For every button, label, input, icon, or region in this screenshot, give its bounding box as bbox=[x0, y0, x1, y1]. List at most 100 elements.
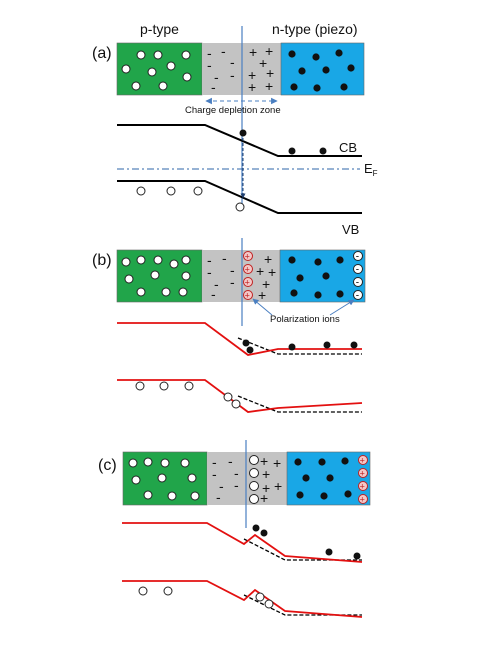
hole bbox=[169, 259, 179, 269]
positive-charge: + bbox=[256, 263, 264, 279]
polarization-ion bbox=[243, 277, 253, 287]
junction-bar-a: - - - - - - - + + + + + + + bbox=[116, 42, 365, 96]
positive-charge: + bbox=[260, 453, 268, 469]
hole bbox=[124, 274, 134, 284]
electron bbox=[322, 272, 330, 280]
conduction-band-modified-c bbox=[122, 522, 363, 563]
negative-charge: - bbox=[234, 465, 239, 481]
polarization-ion bbox=[358, 468, 368, 478]
hole bbox=[181, 271, 191, 281]
polarization-ion-negative bbox=[353, 277, 363, 287]
hole bbox=[231, 399, 241, 409]
hole bbox=[131, 81, 141, 91]
depletion-zone-label: Charge depletion zone bbox=[185, 105, 281, 116]
valence-band-label: VB bbox=[342, 222, 359, 237]
valence-band-modified-b bbox=[117, 379, 363, 413]
negative-charge: - bbox=[230, 54, 235, 70]
hole bbox=[255, 592, 265, 602]
electron bbox=[336, 256, 344, 264]
depletion-region-b bbox=[202, 250, 280, 302]
polarization-ion-negative bbox=[249, 468, 259, 478]
hole bbox=[180, 458, 190, 468]
conduction-band-label: CB bbox=[339, 140, 357, 155]
hole bbox=[159, 381, 169, 391]
fermi-level-label: EF bbox=[364, 161, 378, 178]
polarization-ions-label: Polarization ions bbox=[270, 314, 340, 325]
electron bbox=[314, 258, 322, 266]
ion-sign: - bbox=[356, 252, 359, 263]
hole bbox=[131, 475, 141, 485]
electron bbox=[319, 147, 327, 155]
negative-charge: - bbox=[214, 276, 219, 292]
negative-charge: - bbox=[207, 57, 212, 73]
positive-charge: + bbox=[248, 79, 256, 95]
p-type-heading: p-type bbox=[140, 21, 179, 37]
positive-charge: + bbox=[264, 251, 272, 267]
positive-charge: + bbox=[273, 455, 281, 471]
polarization-ion bbox=[358, 455, 368, 465]
hole bbox=[178, 287, 188, 297]
hole bbox=[136, 50, 146, 60]
polarization-ion bbox=[243, 264, 253, 274]
hole bbox=[136, 287, 146, 297]
ion-sign: + bbox=[360, 456, 365, 466]
electron bbox=[288, 50, 296, 58]
hole bbox=[143, 457, 153, 467]
hole bbox=[153, 50, 163, 60]
carriers-a bbox=[136, 129, 327, 212]
electron bbox=[314, 291, 322, 299]
negative-charge: - bbox=[230, 262, 235, 278]
hole bbox=[264, 599, 274, 609]
holes-b bbox=[121, 255, 191, 297]
hole bbox=[150, 270, 160, 280]
ion-sign: + bbox=[245, 265, 250, 275]
hole bbox=[158, 81, 168, 91]
positive-charge: + bbox=[259, 55, 267, 71]
hole bbox=[143, 490, 153, 500]
hole bbox=[181, 255, 191, 265]
depletion-region-c bbox=[207, 452, 287, 505]
hole bbox=[147, 67, 157, 77]
polarization-arrow-left bbox=[252, 298, 273, 316]
polarization-ion-negative bbox=[249, 455, 259, 465]
positive-charge: + bbox=[262, 466, 270, 482]
electron bbox=[302, 474, 310, 482]
electron bbox=[325, 548, 333, 556]
electron bbox=[294, 458, 302, 466]
hole bbox=[190, 491, 200, 501]
electron bbox=[290, 83, 298, 91]
negative-charge: - bbox=[230, 274, 235, 290]
polarization-ion bbox=[243, 251, 253, 261]
polarization-ion-negative bbox=[353, 251, 363, 261]
conduction-band-a bbox=[117, 124, 362, 157]
electrons-c bbox=[294, 457, 352, 500]
holes-a bbox=[121, 50, 192, 91]
electron bbox=[344, 490, 352, 498]
n-type-heading: n-type (piezo) bbox=[272, 21, 358, 37]
ion-sign: + bbox=[360, 482, 365, 492]
negative-charges-a: - - - - - - - bbox=[207, 43, 235, 95]
polarization-ion-negative bbox=[353, 290, 363, 300]
positive-charge: + bbox=[258, 287, 266, 303]
electron bbox=[288, 256, 296, 264]
electron bbox=[336, 290, 344, 298]
hole bbox=[136, 186, 146, 196]
hole bbox=[184, 381, 194, 391]
hole bbox=[160, 458, 170, 468]
negative-charge: - bbox=[214, 69, 219, 85]
positive-charges-a: + + + + + + + bbox=[248, 43, 274, 95]
electron bbox=[260, 529, 268, 537]
positive-charge: + bbox=[265, 78, 273, 94]
polarization-ions-left-c bbox=[249, 455, 259, 504]
hole bbox=[181, 50, 191, 60]
hole bbox=[187, 473, 197, 483]
polarization-ion-negative bbox=[249, 494, 259, 504]
negative-charge: - bbox=[219, 478, 224, 494]
electron bbox=[318, 458, 326, 466]
negative-charge: - bbox=[228, 453, 233, 469]
positive-charge: + bbox=[248, 67, 256, 83]
electron bbox=[242, 339, 250, 347]
positive-charges-c: + + + + + + bbox=[260, 453, 282, 506]
polarization-ion-negative bbox=[353, 264, 363, 274]
